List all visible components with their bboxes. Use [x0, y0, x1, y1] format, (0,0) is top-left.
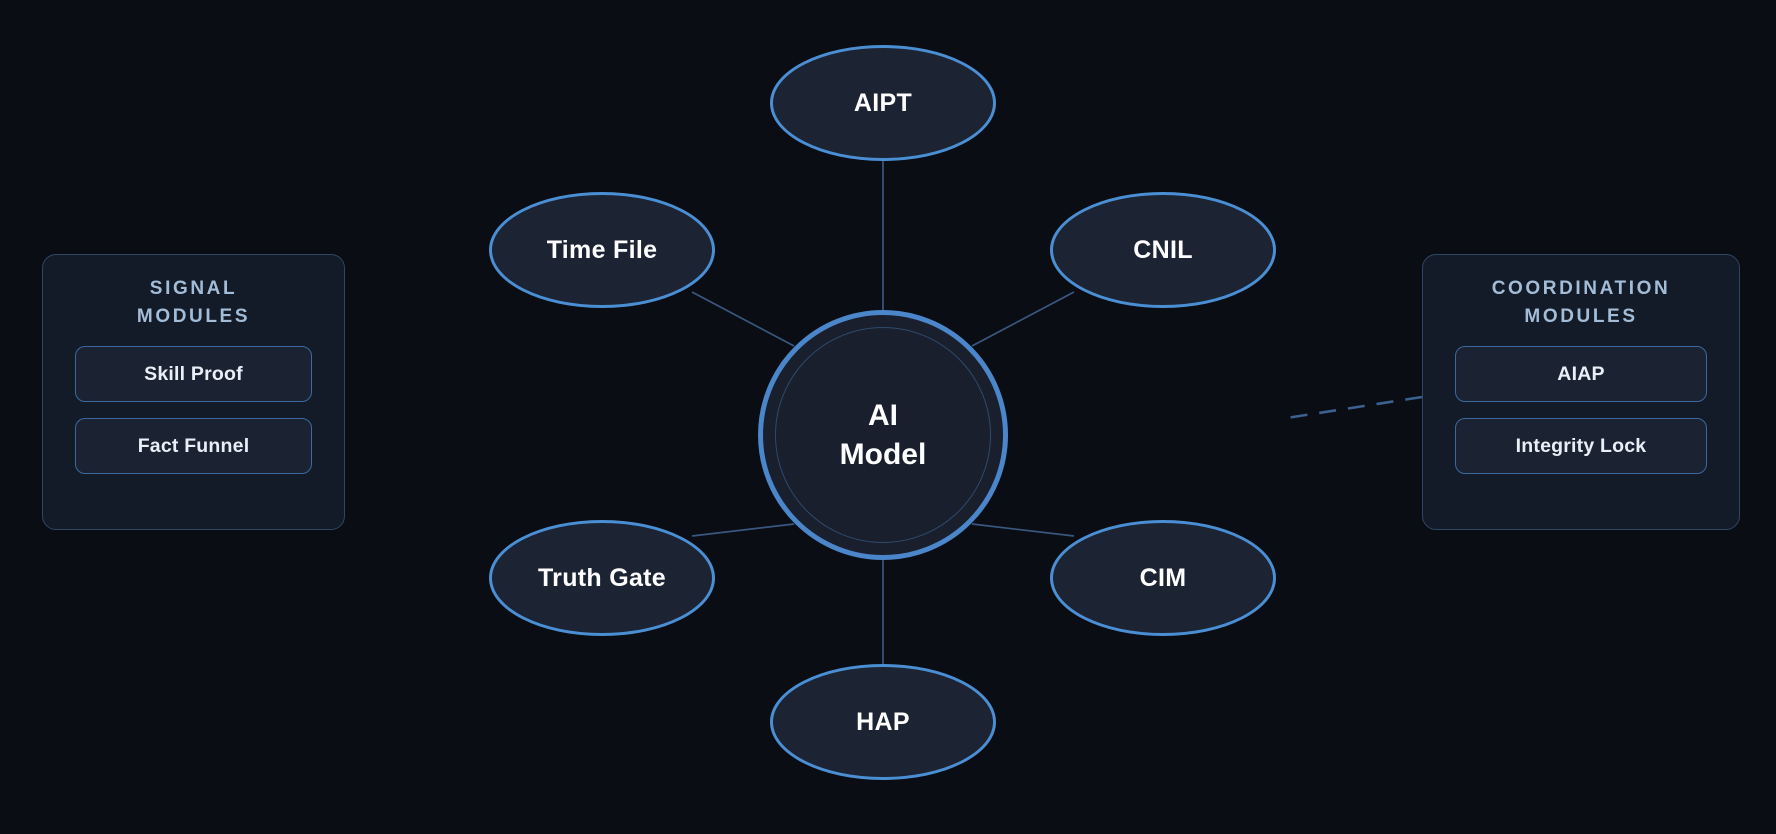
module-label: AIAP: [1557, 362, 1605, 385]
edge-center-time-file: [691, 291, 795, 347]
module-button-integrity-lock[interactable]: Integrity Lock: [1455, 418, 1707, 475]
edge-center-truth-gate: [691, 523, 795, 537]
node-label: AIPT: [853, 88, 913, 117]
node-truth-gate[interactable]: Truth Gate: [489, 520, 715, 636]
module-button-skill-proof[interactable]: Skill Proof: [75, 346, 312, 403]
node-label: AI Model: [839, 399, 927, 471]
module-label: Fact Funnel: [137, 434, 250, 457]
module-button-fact-funnel[interactable]: Fact Funnel: [75, 418, 312, 475]
edge-center-cnil: [971, 291, 1075, 347]
node-time-file[interactable]: Time File: [489, 192, 715, 308]
panel-title-coordination: COORDINATION MODULES: [1491, 278, 1671, 327]
module-label: Skill Proof: [144, 362, 243, 385]
node-cnil[interactable]: CNIL: [1050, 192, 1276, 308]
node-label: Truth Gate: [537, 563, 666, 592]
node-label: Time File: [546, 235, 658, 264]
panel-title-signal: SIGNAL MODULES: [136, 278, 251, 327]
edge-center-cim: [971, 523, 1075, 537]
node-hap[interactable]: HAP: [770, 664, 996, 780]
node-aipt[interactable]: AIPT: [770, 45, 996, 161]
connector-left-panel: [345, 397, 487, 419]
panel-coordination-modules[interactable]: COORDINATION MODULES AIAP Integrity Lock: [1422, 254, 1740, 530]
connector-right-panel: [1279, 395, 1423, 421]
module-label: Integrity Lock: [1515, 434, 1647, 457]
module-button-aiap[interactable]: AIAP: [1455, 346, 1707, 403]
node-label: HAP: [856, 707, 910, 736]
node-label: CNIL: [1133, 235, 1193, 264]
node-label: CIM: [1139, 563, 1187, 592]
node-ai-model[interactable]: AI Model: [758, 310, 1008, 560]
panel-signal-modules[interactable]: SIGNAL MODULES Skill Proof Fact Funnel: [42, 254, 345, 530]
node-cim[interactable]: CIM: [1050, 520, 1276, 636]
